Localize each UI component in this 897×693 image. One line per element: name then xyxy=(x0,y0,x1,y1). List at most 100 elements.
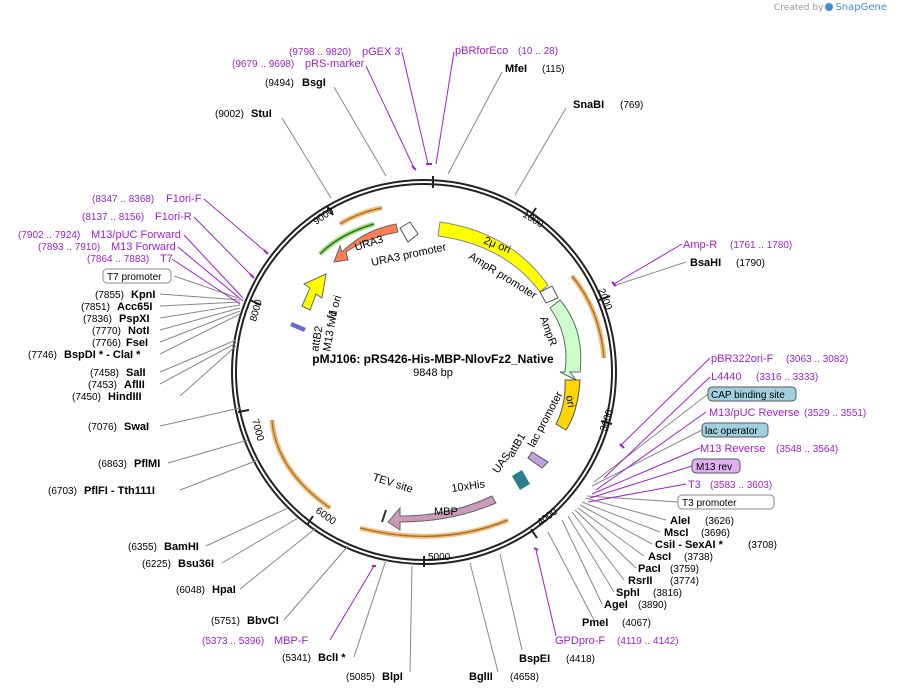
mbp-arrow[interactable] xyxy=(387,495,497,531)
m13-rev-label: M13 rev xyxy=(696,462,732,473)
site-aflii[interactable]: AflII xyxy=(124,379,145,391)
pos-amp-r: (1761 .. 1780) xyxy=(730,240,792,251)
primer-t3[interactable]: T3 xyxy=(688,479,701,491)
site-bsu36i[interactable]: Bsu36I xyxy=(178,558,214,570)
site-blpi[interactable]: BlpI xyxy=(382,671,403,683)
site-pmei[interactable]: PmeI xyxy=(582,617,608,629)
m13-rev-box[interactable] xyxy=(691,458,741,474)
ampr-arrow[interactable] xyxy=(549,299,582,381)
site-mfei[interactable]: MfeI xyxy=(505,63,527,75)
site-rsrii[interactable]: RsrII xyxy=(628,575,652,587)
tick-2000 xyxy=(598,295,611,301)
conn-agei xyxy=(561,519,603,605)
his-tag-label: 10xHis xyxy=(451,478,486,495)
primer-m13-fwd[interactable]: M13 Forward xyxy=(111,241,176,253)
site-hpai[interactable]: HpaI xyxy=(212,584,236,596)
conn-fsei xyxy=(159,310,241,343)
tick-label-5000: 5000 xyxy=(428,552,451,563)
site-hindiii[interactable]: HindIII xyxy=(108,391,142,403)
ura3-promoter-arrow[interactable] xyxy=(399,221,419,243)
tick-label-3000: 3000 xyxy=(598,408,615,433)
site-sphi[interactable]: SphI xyxy=(616,587,640,599)
site-pflfi-tth111i[interactable]: PflFI - Tth111I xyxy=(84,485,155,497)
site-pspxi[interactable]: PspXI xyxy=(119,313,150,325)
tick-4000 xyxy=(530,528,538,539)
pos-bamhi: (6355) xyxy=(128,542,157,553)
site-asci[interactable]: AscI xyxy=(648,551,671,563)
conn-asci xyxy=(577,507,645,557)
mark-pbr322 xyxy=(619,443,625,449)
primer-m13puc-rev[interactable]: M13/pUC Reverse xyxy=(709,407,799,419)
site-fsei[interactable]: FseI xyxy=(126,337,148,349)
ura3-orf xyxy=(339,207,383,225)
site-bbvci[interactable]: BbvCI xyxy=(247,615,279,627)
primer-t7[interactable]: T7 xyxy=(160,253,173,265)
conn-blpi xyxy=(409,565,413,673)
primer-pgex[interactable]: pGEX 3' xyxy=(362,46,403,58)
site-stui[interactable]: StuI xyxy=(251,108,272,120)
pos-hpai: (6048) xyxy=(176,585,205,596)
lac-operator-box[interactable] xyxy=(701,422,769,438)
site-noti[interactable]: NotI xyxy=(128,325,149,337)
conn-stui xyxy=(281,117,332,199)
site-pflmi[interactable]: PflMI xyxy=(134,458,160,470)
site-msci[interactable]: MscI xyxy=(664,527,688,539)
site-bsahi[interactable]: BsaHI xyxy=(690,257,721,269)
ampr-promoter-arrow[interactable] xyxy=(539,285,559,304)
site-sali[interactable]: SalI xyxy=(126,367,146,379)
primer-m13-rev[interactable]: M13 Reverse xyxy=(700,443,765,455)
conn-claI xyxy=(159,313,241,355)
twomu-ori-arrow[interactable] xyxy=(437,221,549,293)
site-acc65i[interactable]: Acc65I xyxy=(117,301,152,313)
tick-label-7000: 7000 xyxy=(249,418,265,443)
primer-amp-r[interactable]: Amp-R xyxy=(683,239,717,251)
pos-stui: (9002) xyxy=(215,109,244,120)
site-swai[interactable]: SwaI xyxy=(124,421,149,433)
ura3-green xyxy=(319,223,375,255)
pos-alei: (3626) xyxy=(705,516,734,527)
pos-t7: (7864 .. 7883) xyxy=(87,254,149,265)
tick-3000 xyxy=(600,420,613,425)
f1-ori-arrow[interactable] xyxy=(301,273,327,311)
mark-gpdpro xyxy=(533,547,539,551)
site-kpni[interactable]: KpnI xyxy=(131,289,155,301)
site-bamhi[interactable]: BamHI xyxy=(164,541,199,553)
primer-f1ori-f[interactable]: F1ori-F xyxy=(166,193,202,205)
site-agei[interactable]: AgeI xyxy=(604,599,628,611)
conn-kpni xyxy=(159,293,241,301)
primer-f1ori-r[interactable]: F1ori-R xyxy=(155,211,192,223)
conn-noti xyxy=(159,307,241,331)
site-csii-sexai[interactable]: CsiI - SexAI * xyxy=(655,539,724,551)
t7-promoter-box[interactable] xyxy=(102,268,172,284)
primer-pbr322ori-f[interactable]: pBR322ori-F xyxy=(711,353,774,365)
attb2-feature[interactable] xyxy=(290,322,306,332)
cap-site-box[interactable] xyxy=(707,386,797,402)
conn-swai xyxy=(159,407,241,427)
ura3-arrow[interactable] xyxy=(333,223,399,263)
pos-rsrii: (3774) xyxy=(670,576,699,587)
site-bglii[interactable]: BglII xyxy=(469,671,493,683)
primer-pbrforeco[interactable]: pBRforEco xyxy=(455,45,508,57)
site-bsgi[interactable]: BsgI xyxy=(302,77,326,89)
site-bspei[interactable]: BspEI xyxy=(519,653,550,665)
primer-m13puc-fwd[interactable]: M13/pUC Forward xyxy=(91,229,181,241)
site-bcli[interactable]: BclI * xyxy=(318,652,346,664)
tick-1000 xyxy=(529,207,537,218)
conn-t3 xyxy=(587,483,687,503)
primer-l4440[interactable]: L4440 xyxy=(711,371,742,383)
lac-operator-feature[interactable] xyxy=(527,451,549,469)
primer-gpdpro-f[interactable]: GPDpro-F xyxy=(555,635,605,647)
pos-agei: (3890) xyxy=(638,600,667,611)
site-paci[interactable]: PacI xyxy=(638,563,661,575)
site-snabi[interactable]: SnaBI xyxy=(573,99,604,111)
site-alei[interactable]: AleI xyxy=(670,515,690,527)
t3-promoter-box[interactable] xyxy=(677,494,775,510)
ori-arrow[interactable] xyxy=(555,379,581,431)
primer-mbp-f[interactable]: MBP-F xyxy=(274,635,309,647)
his-mbp-orf xyxy=(359,519,509,538)
uas-feature[interactable] xyxy=(512,470,530,490)
pos-pflfi: (6703) xyxy=(48,486,77,497)
primer-prs-marker[interactable]: pRS-marker xyxy=(305,58,365,70)
site-bspdi-clai[interactable]: BspDI * - ClaI * xyxy=(64,349,141,361)
